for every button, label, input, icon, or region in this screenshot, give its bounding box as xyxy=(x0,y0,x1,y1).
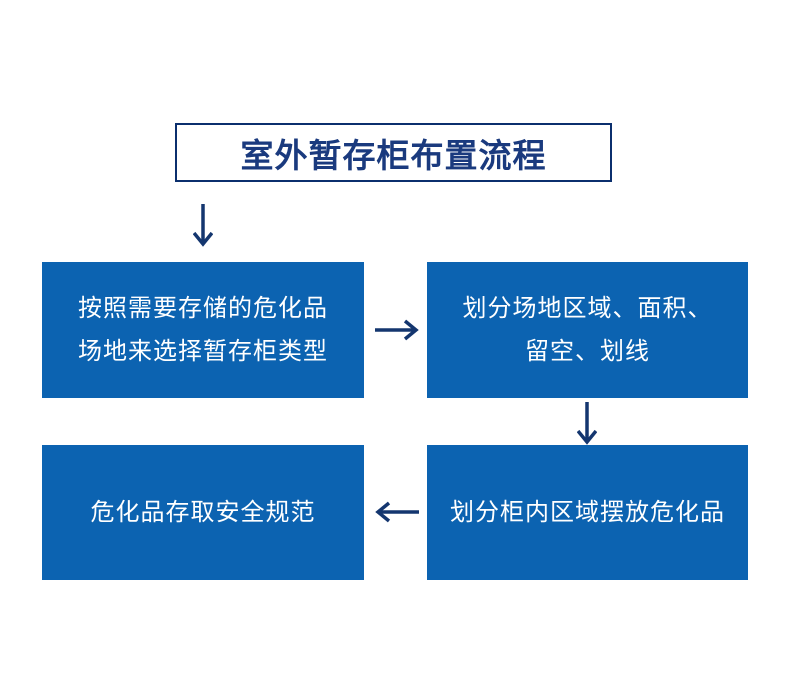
flow-title: 室外暂存柜布置流程 xyxy=(240,136,547,174)
arrow-down-icon xyxy=(577,402,597,445)
step-text-line: 场地来选择暂存柜类型 xyxy=(78,338,328,365)
flow-step-safety-rules: 危化品存取安全规范 xyxy=(42,445,364,580)
flow-step-arrange-inside: 划分柜内区域摆放危化品 xyxy=(427,445,748,580)
step-text-line: 留空、划线 xyxy=(525,338,650,365)
flow-step-select-cabinet-type: 按照需要存储的危化品 场地来选择暂存柜类型 xyxy=(42,262,364,398)
step-text-line: 划分场地区域、面积、 xyxy=(462,295,713,322)
flow-step-divide-site: 划分场地区域、面积、 留空、划线 xyxy=(427,262,748,398)
flow-title-box: 室外暂存柜布置流程 xyxy=(175,123,612,182)
arrow-right-icon xyxy=(375,319,419,341)
step-text-line: 危化品存取安全规范 xyxy=(90,499,316,526)
step-text-line: 按照需要存储的危化品 xyxy=(78,295,328,322)
step-text-line: 划分柜内区域摆放危化品 xyxy=(450,499,725,526)
arrow-down-icon xyxy=(193,204,213,247)
arrow-left-icon xyxy=(375,501,419,523)
